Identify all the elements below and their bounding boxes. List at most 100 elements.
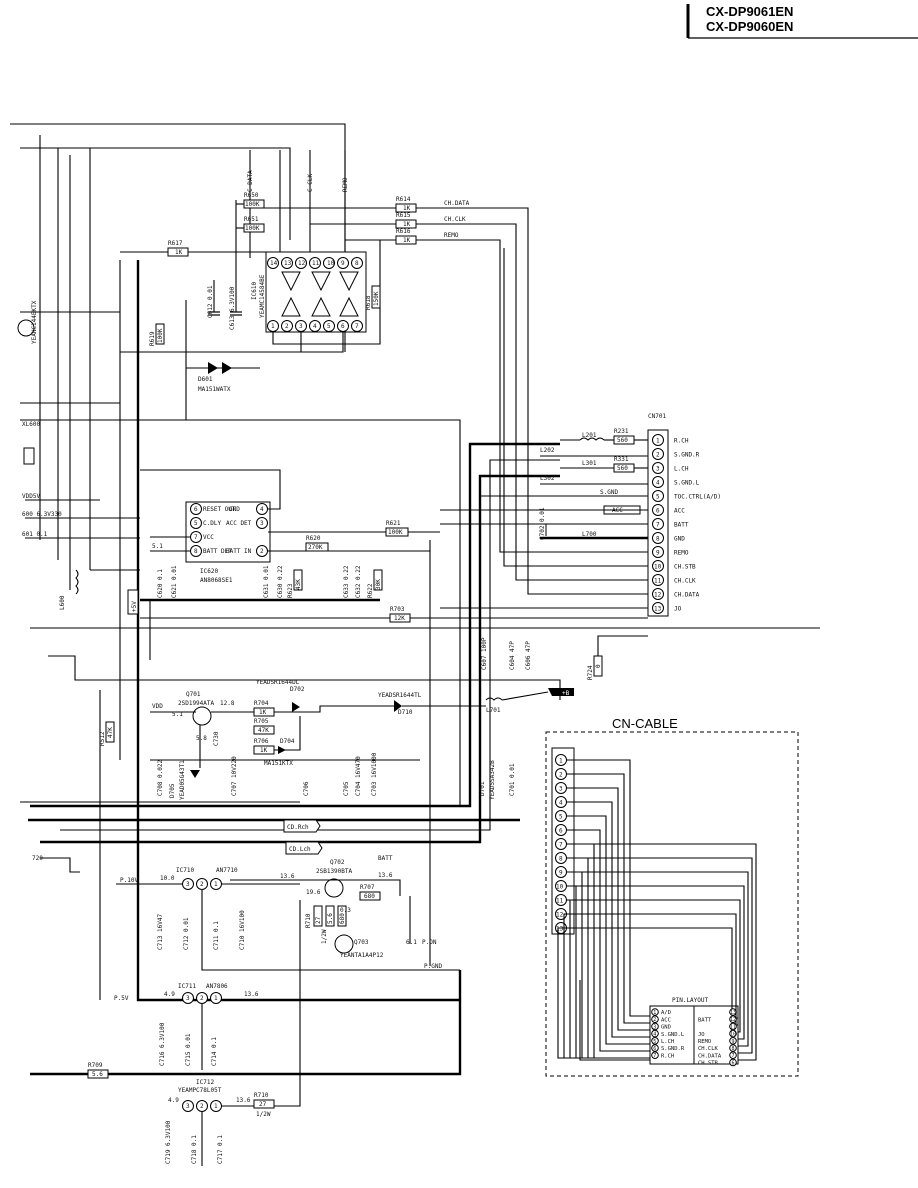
svg-text:P.10V: P.10V xyxy=(120,877,138,884)
layout-pin-left-label: A/D xyxy=(661,1010,671,1016)
net-c-data: C-DATA xyxy=(247,170,254,192)
svg-text:R615: R615 xyxy=(396,212,411,219)
svg-text:100K: 100K xyxy=(388,529,403,536)
cable-pin-num: 9 xyxy=(559,869,563,876)
svg-text:R620: R620 xyxy=(306,535,321,542)
svg-text:43K: 43K xyxy=(295,579,302,590)
svg-text:L600: L600 xyxy=(59,595,66,610)
cn701-pin xyxy=(652,602,664,614)
svg-text:CH.DATA: CH.DATA xyxy=(444,200,470,207)
svg-text:0.3: 0.3 xyxy=(340,907,351,914)
svg-text:680: 680 xyxy=(339,913,346,924)
svg-text:REMO: REMO xyxy=(444,232,459,239)
layout-pin-left-label: S.GND.L xyxy=(661,1032,685,1038)
svg-text:3: 3 xyxy=(186,1103,190,1110)
svg-text:R616: R616 xyxy=(396,228,411,235)
svg-text:C612 0.01: C612 0.01 xyxy=(207,285,214,318)
svg-text:BATT IN: BATT IN xyxy=(226,548,252,555)
layout-pin-right xyxy=(729,1029,737,1038)
cable-pin-num: 12 xyxy=(556,911,564,918)
svg-text:4.9: 4.9 xyxy=(168,1097,179,1104)
ic610-part: YEAMC14584BE xyxy=(259,274,266,318)
cable-pin-num: 11 xyxy=(556,897,564,904)
layout-pin-left xyxy=(651,1015,659,1024)
ic610-gate-2 xyxy=(311,271,331,292)
svg-text:13.6: 13.6 xyxy=(280,873,295,880)
r651-val: 100K xyxy=(245,225,260,232)
svg-text:1: 1 xyxy=(271,323,275,330)
svg-text:5.8: 5.8 xyxy=(196,735,207,742)
cn701-pin-num: 9 xyxy=(656,549,660,556)
svg-text:YEAMPC78L05T: YEAMPC78L05T xyxy=(178,1087,222,1094)
layout-pin-left-num: 7 xyxy=(653,1053,656,1059)
svg-text:C630 0.22: C630 0.22 xyxy=(277,565,284,598)
svg-text:9: 9 xyxy=(341,260,345,267)
svg-text:R619: R619 xyxy=(149,331,156,346)
svg-text:YEAD5SA342B: YEAD5SA342B xyxy=(489,760,496,800)
cn701-inputs: L201 R231 560 L202 L301 R331 560 L302 S.… xyxy=(140,428,648,623)
svg-text:8: 8 xyxy=(194,548,198,555)
cable-wires xyxy=(557,759,757,1061)
cn701-pin-num: 11 xyxy=(654,577,662,584)
svg-text:R703: R703 xyxy=(390,606,405,613)
svg-text:YEAD05G43T1: YEAD05G43T1 xyxy=(179,760,186,800)
cn-cable-panel: CN-CABLE xyxy=(545,716,799,1077)
ic610-gate-4 xyxy=(281,296,301,317)
ic710: IC710 AN7710 P.10V 10.0 13.6 3 2 1 C713 … xyxy=(116,867,460,971)
cable-pin xyxy=(555,838,567,850)
svg-text:ACC DET: ACC DET xyxy=(226,520,252,527)
cn701-pin-label: CH.STB xyxy=(674,563,696,570)
cn701-pin-num: 4 xyxy=(656,479,660,486)
l600-inductor xyxy=(75,569,79,595)
layout-pin-right xyxy=(729,1022,737,1031)
cable-wire xyxy=(579,980,650,1061)
svg-text:C719 6.3V100: C719 6.3V100 xyxy=(165,1120,172,1164)
cn-cable-title: CN-CABLE xyxy=(612,716,678,731)
cn701-pin-num: 8 xyxy=(656,535,660,542)
svg-text:12.8: 12.8 xyxy=(220,700,235,707)
cn701-pin-label: BATT xyxy=(674,521,689,528)
layout-pin-right xyxy=(729,1037,737,1045)
cable-pin-num: 10 xyxy=(556,883,564,890)
svg-text:150K: 150K xyxy=(373,291,380,306)
svg-text:6: 6 xyxy=(194,506,198,513)
svg-text:1: 1 xyxy=(214,995,218,1002)
layout-pin-left-label: R.CH xyxy=(661,1053,674,1059)
cable-wire xyxy=(567,787,650,1031)
svg-text:R724: R724 xyxy=(587,665,594,680)
layout-pin-right xyxy=(729,1051,737,1059)
layout-pin-left xyxy=(651,1044,659,1052)
svg-text:YEANTA1A4P12: YEANTA1A4P12 xyxy=(340,952,384,959)
cn701-pin-label: JO xyxy=(674,605,682,612)
r618 xyxy=(371,285,381,309)
svg-text:C701 0.01: C701 0.01 xyxy=(509,763,516,796)
net-remo: REMO xyxy=(342,177,349,192)
cable-pin-num: 4 xyxy=(559,799,563,806)
cn701-pin xyxy=(652,588,664,600)
svg-text:601 0.1: 601 0.1 xyxy=(22,531,48,538)
layout-pin-right-num: 10 xyxy=(730,1032,736,1038)
cable-pin xyxy=(555,880,567,892)
cn701-pin-label: REMO xyxy=(674,549,689,556)
svg-text:R231: R231 xyxy=(614,428,629,435)
layout-pin-left xyxy=(651,1037,659,1045)
cn701-pin-label: CH.DATA xyxy=(674,591,700,598)
svg-text:4: 4 xyxy=(260,506,264,513)
svg-text:5: 5 xyxy=(194,520,198,527)
cn701-pin-num: 13 xyxy=(654,605,662,612)
ic610-top-pins: 14 13 12 11 10 9 8 xyxy=(267,257,363,269)
svg-text:P.5V: P.5V xyxy=(114,995,129,1002)
ic711: IC711 AN7806 P.5V 4.9 13.6 3 2 1 C716 6.… xyxy=(114,983,259,1070)
svg-text:13.6: 13.6 xyxy=(236,1097,251,1104)
layout-pin-left-num: 1 xyxy=(653,1010,656,1016)
svg-text:D710: D710 xyxy=(398,709,413,716)
d601-diode-b xyxy=(222,362,232,374)
svg-text:R706: R706 xyxy=(254,738,269,745)
cn701-pin xyxy=(652,560,664,572)
layout-pin-left xyxy=(651,1051,659,1059)
svg-text:C711 0.1: C711 0.1 xyxy=(213,921,220,950)
svg-text:BATT: BATT xyxy=(378,855,393,862)
layout-pin-left-num: 3 xyxy=(653,1024,656,1030)
svg-text:680: 680 xyxy=(364,893,375,900)
